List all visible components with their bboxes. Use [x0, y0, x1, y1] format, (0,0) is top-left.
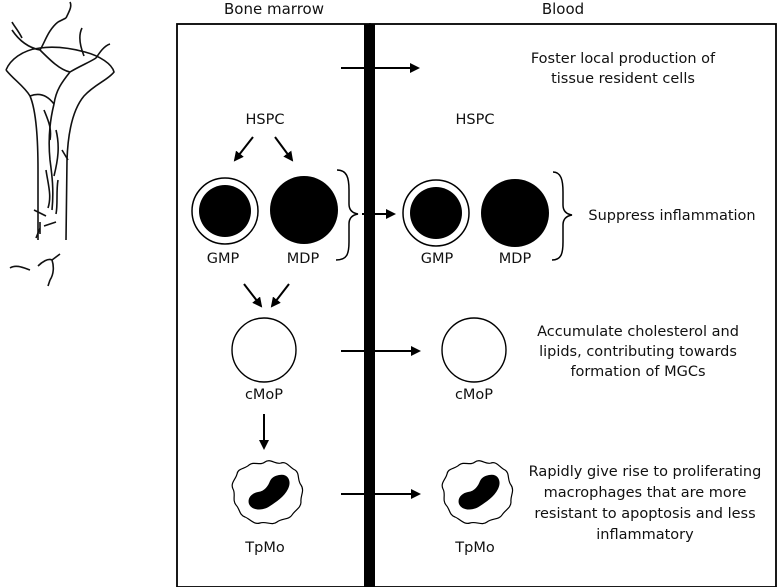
right-mdp-cell: [481, 179, 549, 247]
right-brace: [551, 171, 573, 261]
annotation-tpmo-line-1: Rapidly give rise to proliferating: [529, 464, 762, 480]
header-bone-marrow: Bone marrow: [224, 0, 324, 18]
right-tpmo-cell: [441, 460, 514, 525]
arrow-hspc-to-mdp: [274, 136, 294, 162]
right-cmop-cell: [441, 317, 507, 383]
annotation-cmop-line-2: lipids, contributing towards: [539, 344, 737, 360]
right-gmp-label: GMP: [421, 251, 454, 267]
right-tpmo-label: TpMo: [454, 540, 495, 556]
annotation-hspc-line-1: Foster local production of: [531, 51, 716, 67]
blood-compartment: [369, 23, 777, 587]
left-brace: [335, 169, 359, 261]
bone-illustration: [5, 1, 115, 287]
right-gmp-cell: [402, 179, 470, 247]
annotation-cmop-line-1: Accumulate cholesterol and: [537, 324, 739, 340]
arrow-mdp-to-cmop: [270, 283, 290, 308]
left-mdp-label: MDP: [287, 251, 320, 267]
arrow-gmp-to-cmop: [243, 283, 263, 308]
left-tpmo-cell: [231, 460, 304, 525]
annotation-tpmo-line-4: inflammatory: [596, 527, 694, 543]
left-tpmo-label: TpMo: [244, 540, 285, 556]
annotation-tpmo-line-3: resistant to apoptosis and less: [534, 506, 755, 522]
annotation-hspc-line-2: tissue resident cells: [551, 71, 695, 87]
right-hspc-label: HSPC: [456, 112, 495, 128]
annotation-tpmo-line-2: macrophages that are more: [544, 485, 747, 501]
barrier-wall: [364, 24, 375, 587]
arrow-hspc-to-gmp: [233, 136, 254, 162]
left-cmop-label: cMoP: [245, 387, 283, 403]
annotation-cmop-line-3: formation of MGCs: [570, 364, 705, 380]
left-gmp-label: GMP: [207, 251, 240, 267]
left-hspc-label: HSPC: [246, 112, 285, 128]
left-gmp-cell: [191, 177, 259, 245]
right-mdp-label: MDP: [499, 251, 532, 267]
right-cmop-label: cMoP: [455, 387, 493, 403]
annotation-gmp-mdp: Suppress inflammation: [588, 208, 755, 224]
left-mdp-cell: [270, 176, 338, 244]
left-cmop-cell: [231, 317, 297, 383]
header-blood: Blood: [542, 0, 584, 18]
